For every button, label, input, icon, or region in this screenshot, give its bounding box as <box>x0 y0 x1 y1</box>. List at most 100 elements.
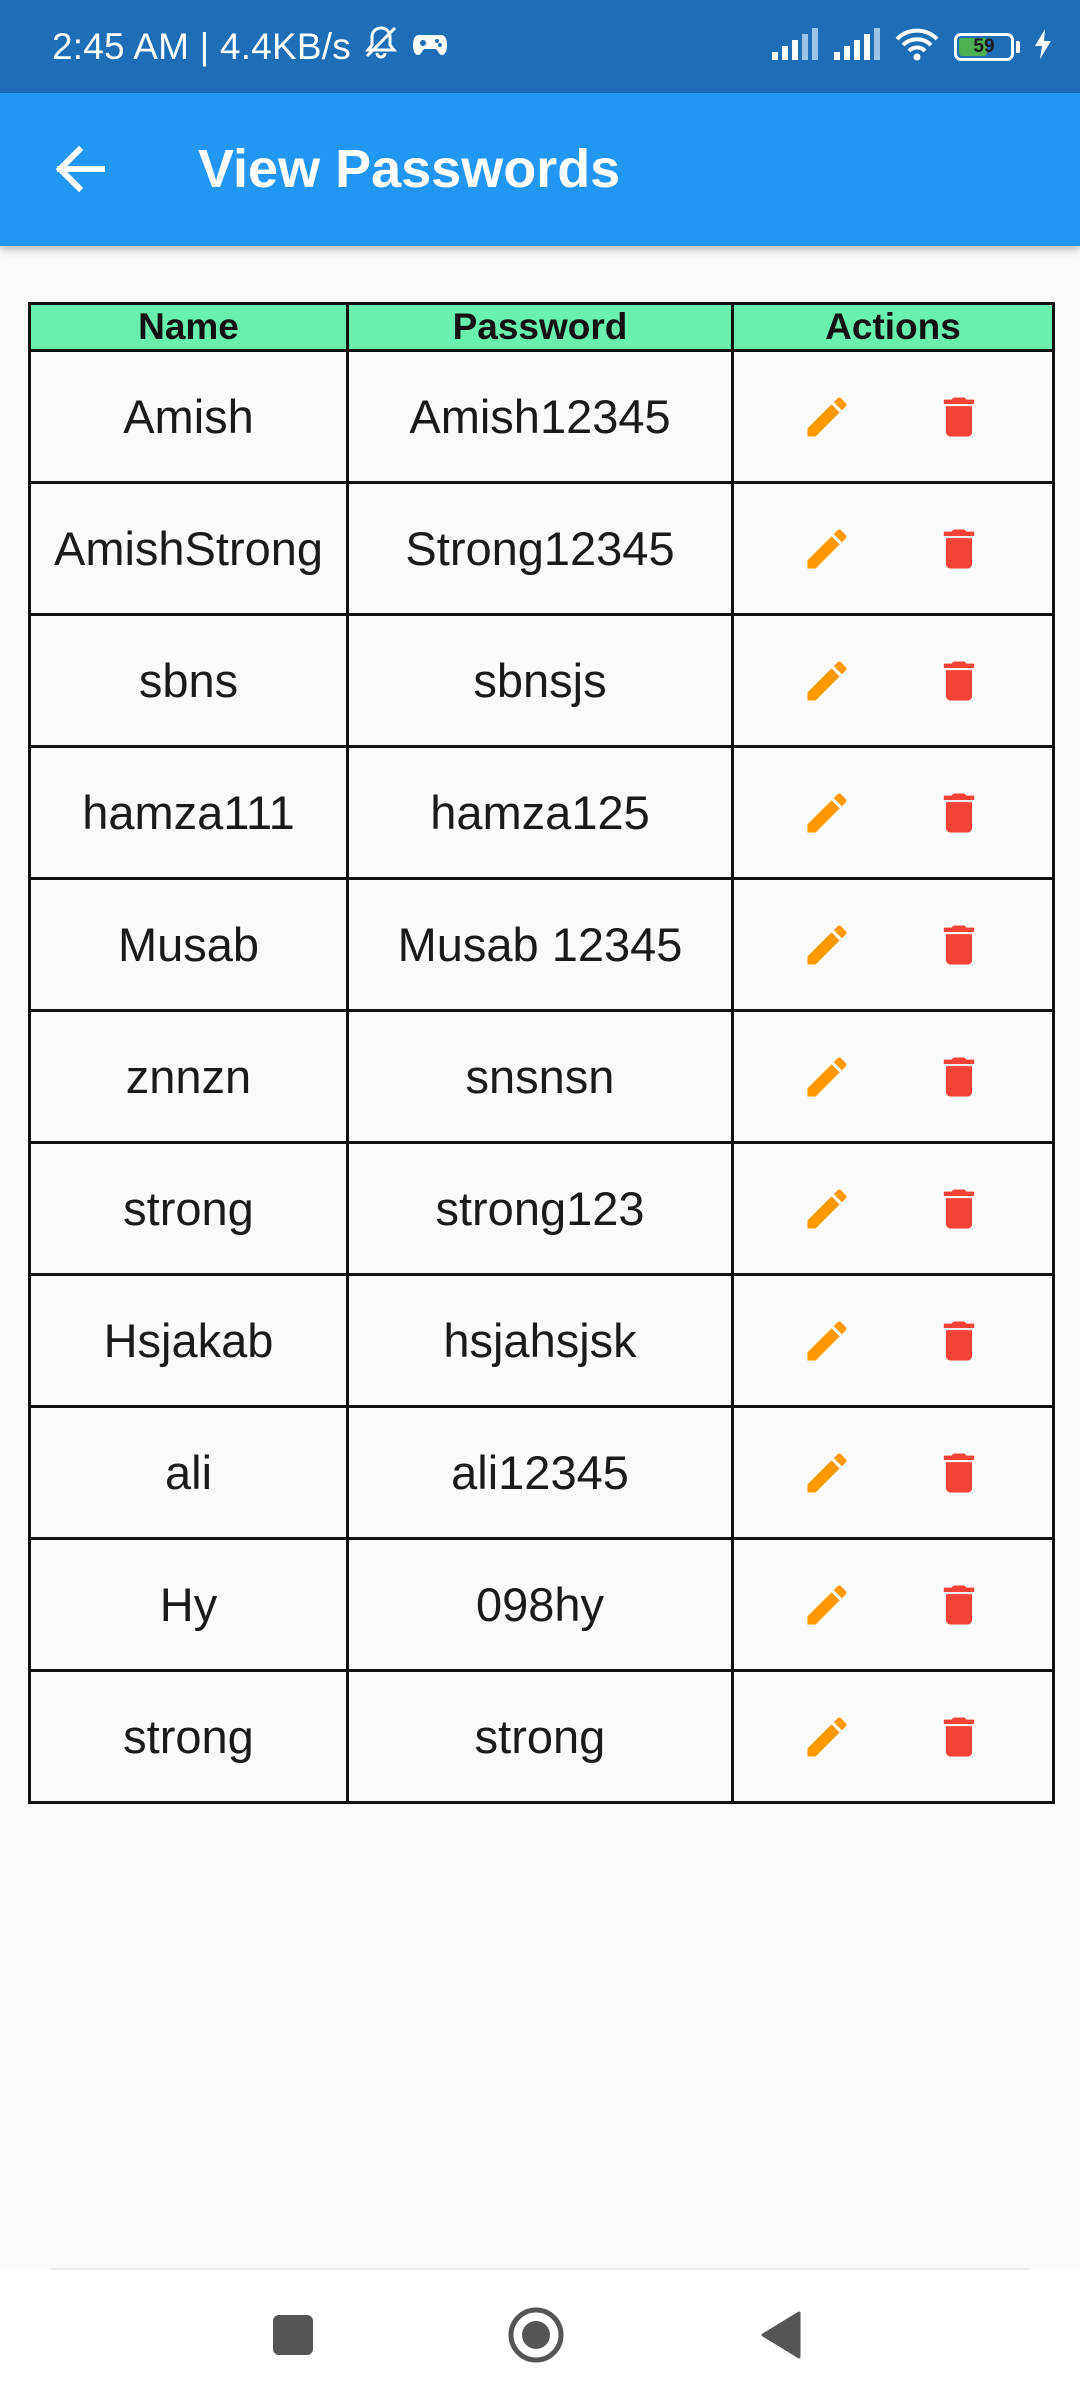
cell-name: Hsjakab <box>28 1273 349 1408</box>
edit-button[interactable] <box>792 1438 862 1508</box>
edit-button[interactable] <box>792 646 862 716</box>
edit-button[interactable] <box>792 514 862 584</box>
row-actions <box>734 748 1052 877</box>
row-actions <box>734 484 1052 613</box>
cell-actions <box>731 1141 1055 1276</box>
row-actions <box>734 352 1052 481</box>
nav-divider <box>50 2268 1030 2270</box>
battery-fill <box>959 37 987 56</box>
signal-icon <box>832 28 880 65</box>
cell-name: strong <box>28 1141 349 1276</box>
delete-button[interactable] <box>924 1174 994 1244</box>
cell-password: ali12345 <box>346 1405 734 1540</box>
row-actions <box>734 880 1052 1009</box>
battery-icon: 59 <box>954 32 1014 61</box>
status-bar: 2:45 AM | 4.4KB/s <box>0 0 1080 93</box>
row-actions <box>734 1144 1052 1273</box>
edit-button[interactable] <box>792 778 862 848</box>
edit-button[interactable] <box>792 1042 862 1112</box>
home-button[interactable] <box>501 2300 571 2370</box>
edit-button[interactable] <box>792 1570 862 1640</box>
pencil-icon <box>807 924 847 964</box>
status-right: 59 <box>756 0 1052 93</box>
back-triangle-icon <box>761 2311 801 2359</box>
trash-icon <box>943 1189 975 1228</box>
delete-button[interactable] <box>924 1702 994 1772</box>
back-button[interactable] <box>40 129 120 209</box>
arrow-left-icon <box>55 146 105 192</box>
delete-button[interactable] <box>924 1042 994 1112</box>
trash-icon <box>943 529 975 568</box>
trash-icon <box>943 1057 975 1096</box>
cell-password: snsnsn <box>346 1009 734 1144</box>
cell-password: Musab 12345 <box>346 877 734 1012</box>
trash-icon <box>943 1717 975 1756</box>
app-bar: View Passwords <box>0 93 1080 246</box>
pencil-icon <box>807 528 847 568</box>
cell-password: hamza125 <box>346 745 734 880</box>
mute-bell-icon <box>361 24 401 69</box>
cell-actions <box>731 1669 1055 1804</box>
delete-button[interactable] <box>924 1570 994 1640</box>
edit-button[interactable] <box>792 1174 862 1244</box>
cell-actions <box>731 1009 1055 1144</box>
trash-icon <box>943 1453 975 1492</box>
cell-actions <box>731 745 1055 880</box>
pencil-icon <box>807 1188 847 1228</box>
cell-password: sbnsjs <box>346 613 734 748</box>
column-header-name: Name <box>28 302 349 352</box>
row-actions <box>734 616 1052 745</box>
wifi-icon <box>894 27 940 66</box>
pencil-icon <box>807 660 847 700</box>
trash-icon <box>943 1321 975 1360</box>
cell-password: hsjahsjsk <box>346 1273 734 1408</box>
delete-button[interactable] <box>924 1438 994 1508</box>
edit-button[interactable] <box>792 1702 862 1772</box>
battery-level: 59 <box>973 35 995 57</box>
delete-button[interactable] <box>924 382 994 452</box>
page-title: View Passwords <box>198 139 621 199</box>
row-actions <box>734 1408 1052 1537</box>
cell-password: strong123 <box>346 1141 734 1276</box>
charging-bolt-icon <box>1034 29 1052 64</box>
cell-actions <box>731 613 1055 748</box>
cell-actions <box>731 349 1055 484</box>
pencil-icon <box>807 1716 847 1756</box>
signal-icon <box>770 28 818 65</box>
status-time-speed: 2:45 AM | 4.4KB/s <box>52 25 351 67</box>
cell-actions <box>731 481 1055 616</box>
delete-button[interactable] <box>924 646 994 716</box>
back-nav-button[interactable] <box>746 2300 816 2370</box>
cell-name: Amish <box>28 349 349 484</box>
column-header-password: Password <box>346 302 734 352</box>
cell-name: Musab <box>28 877 349 1012</box>
edit-button[interactable] <box>792 382 862 452</box>
cell-password: Amish12345 <box>346 349 734 484</box>
pencil-icon <box>807 1320 847 1360</box>
status-left: 2:45 AM | 4.4KB/s <box>52 0 449 93</box>
delete-button[interactable] <box>924 514 994 584</box>
cell-actions <box>731 1537 1055 1672</box>
cell-name: znnzn <box>28 1009 349 1144</box>
cell-name: sbns <box>28 613 349 748</box>
pencil-icon <box>807 1452 847 1492</box>
edit-button[interactable] <box>792 910 862 980</box>
recents-button[interactable] <box>258 2300 328 2370</box>
row-actions <box>734 1012 1052 1141</box>
delete-button[interactable] <box>924 778 994 848</box>
delete-button[interactable] <box>924 910 994 980</box>
delete-button[interactable] <box>924 1306 994 1376</box>
edit-button[interactable] <box>792 1306 862 1376</box>
trash-icon <box>943 661 975 700</box>
column-header-actions: Actions <box>731 302 1055 352</box>
row-actions <box>734 1672 1052 1801</box>
